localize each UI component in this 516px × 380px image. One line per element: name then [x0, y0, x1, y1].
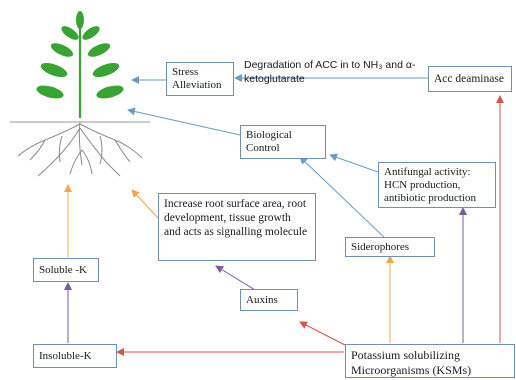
leaf	[61, 26, 79, 40]
auxins-box: Auxins	[240, 289, 298, 311]
edge-root-effects-to-plant	[131, 189, 159, 219]
edge-auxins-to-root-effects	[215, 265, 256, 291]
soluble-k-box: Soluble -K	[33, 258, 99, 282]
ksm-box: Potassium solubilizing Microorganisms (K…	[345, 344, 515, 378]
insoluble-k-box: Insoluble-K	[33, 344, 117, 368]
stress-alleviation-box: Stress Alleviation	[166, 62, 234, 96]
siderophores-box: Siderophores	[345, 237, 435, 257]
roots	[17, 121, 143, 177]
edge-ksm-to-auxins	[299, 321, 346, 346]
leaf	[40, 62, 68, 78]
root-effects-box: Increase root surface area, root develop…	[158, 193, 316, 261]
biological-control-box: Biological Control	[240, 125, 326, 159]
leaf	[92, 62, 120, 78]
acc-degradation-label: Degradation of ACC in to NH₃ and α-ketog…	[244, 59, 416, 85]
edge-biological-control-to-plant	[127, 107, 241, 136]
acc-deaminase-box: Acc deaminase	[428, 66, 512, 92]
leaf	[96, 85, 124, 99]
edge-antifungal-to-biological-control	[329, 153, 379, 173]
leaf	[76, 11, 84, 29]
antifungal-activity-box: Antifungal activity: HCN production, ant…	[378, 162, 496, 208]
plant-illustration	[10, 11, 150, 177]
leaf	[87, 43, 111, 57]
leaf	[82, 26, 100, 40]
edge-siderophores-to-biological-control	[299, 156, 386, 239]
leaf	[50, 43, 74, 57]
leaf	[36, 85, 64, 99]
